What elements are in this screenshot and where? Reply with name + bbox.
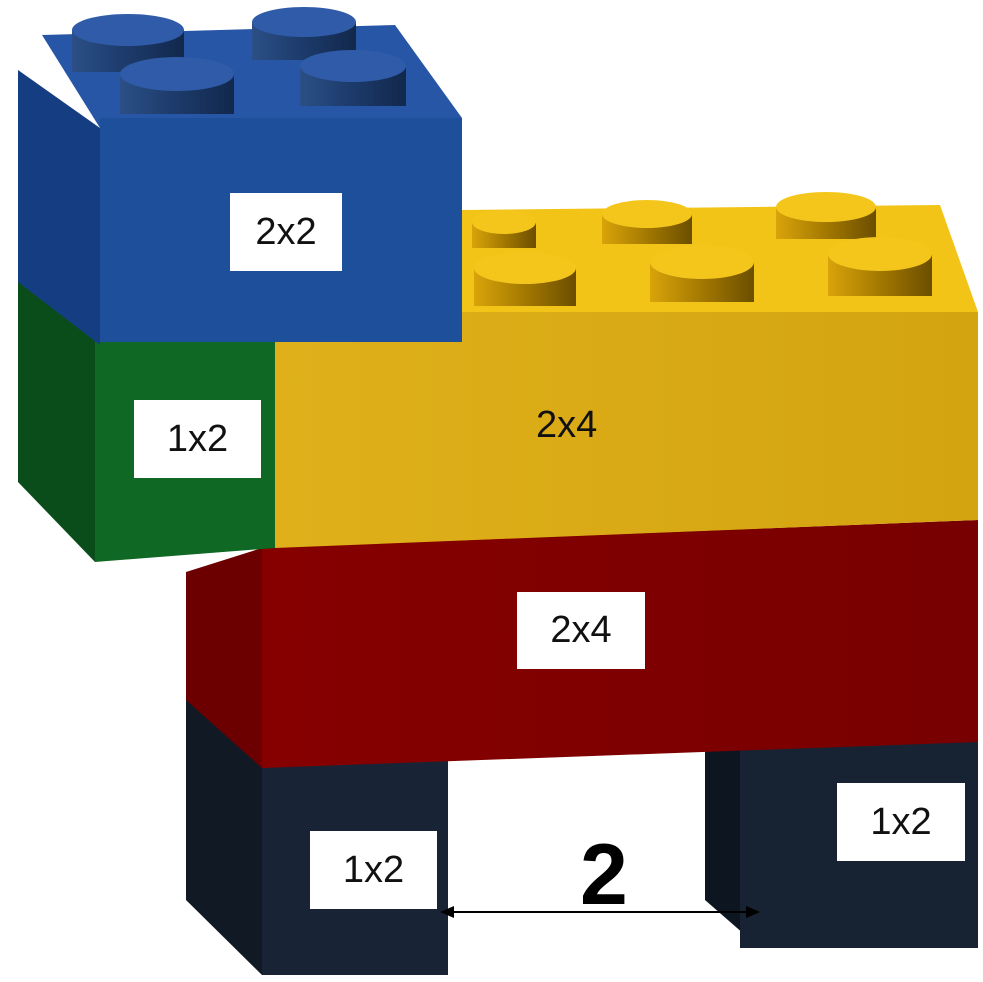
body-bottom-label: 2x4 xyxy=(517,592,645,669)
stud-icon xyxy=(776,192,876,239)
body-top-label: 2x4 xyxy=(536,404,597,447)
stud-icon xyxy=(300,50,406,106)
blue-brick xyxy=(18,7,462,345)
neck-label: 1x2 xyxy=(134,400,261,478)
stud-icon xyxy=(602,200,692,244)
stud-icon xyxy=(472,210,536,248)
stud-icon xyxy=(120,57,234,114)
head-label: 2x2 xyxy=(230,193,342,271)
dimension-value: 2 xyxy=(580,832,628,918)
stud-icon xyxy=(828,237,932,296)
yellow-brick-front xyxy=(275,312,978,548)
stud-icon xyxy=(474,252,576,306)
leg-back-label: 1x2 xyxy=(837,783,965,861)
leg-front-label: 1x2 xyxy=(310,831,437,909)
stud-icon xyxy=(650,245,754,302)
